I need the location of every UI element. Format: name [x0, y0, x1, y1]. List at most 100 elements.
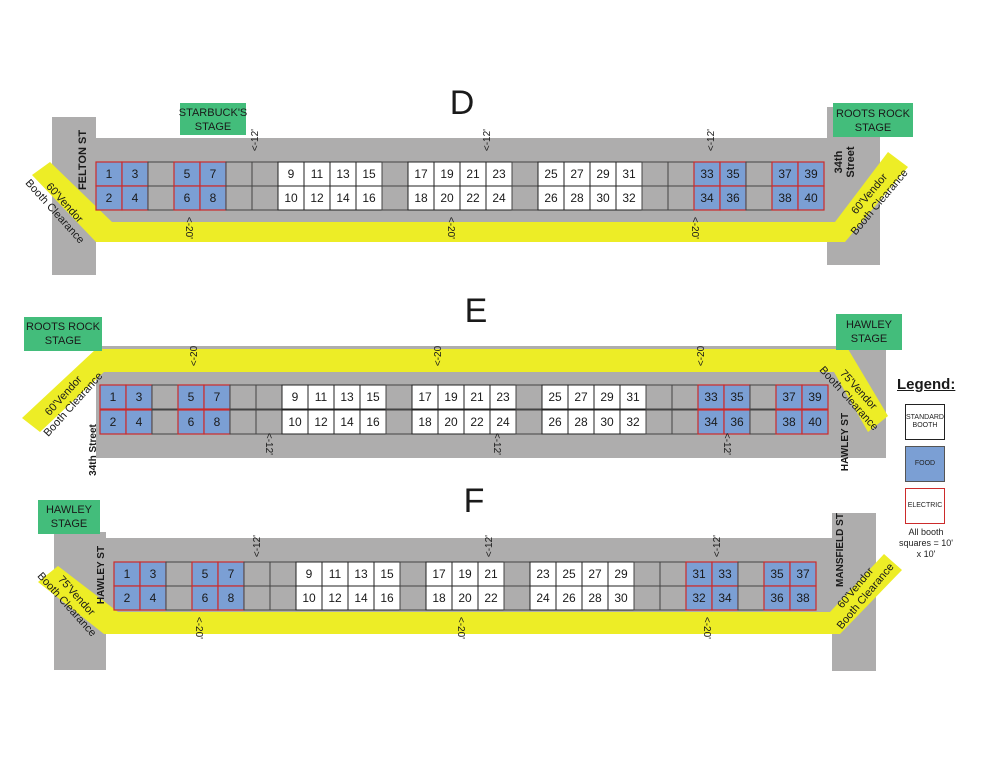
booth-14 — [347, 585, 375, 611]
section-title: D — [450, 84, 475, 122]
booth-number: 22 — [466, 191, 480, 205]
booth-1 — [113, 561, 141, 587]
booth-38 — [775, 409, 803, 435]
booth-34 — [697, 409, 725, 435]
empty-booth-space — [667, 161, 695, 187]
stage-right — [833, 103, 913, 137]
legend-food-booth: FOOD — [905, 446, 945, 482]
booth-number: 7 — [228, 567, 235, 581]
dimension-label: <-20' — [701, 617, 712, 639]
empty-booth-space — [749, 409, 777, 435]
empty-booth-space — [503, 561, 531, 587]
booth-29 — [593, 384, 621, 410]
empty-booth-space — [399, 585, 427, 611]
booth-17 — [425, 561, 453, 587]
booth-35 — [719, 161, 747, 187]
booth-number: 5 — [184, 167, 191, 181]
booth-11 — [307, 384, 335, 410]
dimension-label: <-12' — [491, 433, 502, 455]
booth-number: 7 — [214, 390, 221, 404]
street-left-label: FELTON ST — [77, 130, 89, 190]
booth-number: 24 — [492, 191, 506, 205]
booth-30 — [607, 585, 635, 611]
stage-right — [836, 314, 902, 350]
empty-booth-space — [511, 161, 539, 187]
booth-24 — [529, 585, 557, 611]
booth-28 — [581, 585, 609, 611]
booth-number: 26 — [548, 415, 562, 429]
booth-number: 8 — [210, 191, 217, 205]
empty-booth-space — [515, 384, 543, 410]
booth-number: 14 — [354, 591, 368, 605]
empty-booth-space — [671, 384, 699, 410]
empty-booth-space — [745, 161, 773, 187]
dimension-label: <-12' — [250, 129, 261, 151]
booth-23 — [489, 384, 517, 410]
booth-number: 13 — [354, 567, 368, 581]
booth-number: 3 — [136, 390, 143, 404]
booth-number: 32 — [626, 415, 640, 429]
booth-17 — [407, 161, 435, 187]
dimension-label: <-12' — [721, 433, 732, 455]
section-title: F — [464, 482, 485, 520]
legend-electric-booth: ELECTRIC — [905, 488, 945, 524]
empty-booth-space — [667, 185, 695, 211]
booth-number: 20 — [444, 415, 458, 429]
booth-8 — [217, 585, 245, 611]
dimension-label: <-20 — [696, 345, 707, 366]
booth-13 — [329, 161, 357, 187]
street-right-label: HAWLEY ST — [840, 413, 851, 471]
empty-booth-space — [381, 185, 409, 211]
booth-7 — [199, 161, 227, 187]
vendor-walkway — [22, 349, 888, 432]
booth-number: 34 — [718, 591, 732, 605]
booth-number: 34 — [704, 415, 718, 429]
dimension-label: <-20' — [455, 617, 466, 639]
booth-16 — [373, 585, 401, 611]
booth-number: 25 — [544, 167, 558, 181]
legend-title: Legend: — [897, 376, 956, 393]
dimension-label: <-12' — [482, 129, 493, 151]
legend-food-label: FOOD — [914, 460, 936, 467]
empty-booth-space — [633, 561, 661, 587]
booth-number: 24 — [496, 415, 510, 429]
booth-number: 26 — [562, 591, 576, 605]
booth-number: 9 — [306, 567, 313, 581]
empty-booth-space — [645, 409, 673, 435]
booth-15 — [359, 384, 387, 410]
booth-number: 35 — [770, 567, 784, 581]
booth-number: 30 — [596, 191, 610, 205]
booth-number: 22 — [470, 415, 484, 429]
booth-39 — [797, 161, 825, 187]
vendor-walkway — [32, 152, 908, 242]
booth-number: 10 — [302, 591, 316, 605]
booth-7 — [217, 561, 245, 587]
booth-12 — [303, 185, 331, 211]
booth-number: 24 — [536, 591, 550, 605]
empty-booth-space — [243, 585, 271, 611]
booth-number: 33 — [700, 167, 714, 181]
street-left-label: 34th Street — [88, 423, 99, 475]
empty-booth-space — [503, 585, 531, 611]
street-right-label: 34thStreet — [833, 146, 857, 178]
booth-number: 31 — [622, 167, 636, 181]
legend-note: All booth squares = 10' x 10' — [898, 527, 953, 559]
booth-25 — [555, 561, 583, 587]
booth-number: 35 — [726, 167, 740, 181]
booth-number: 2 — [110, 415, 117, 429]
booth-36 — [723, 409, 751, 435]
booth-number: 14 — [336, 191, 350, 205]
booth-number: 5 — [188, 390, 195, 404]
booth-number: 9 — [292, 390, 299, 404]
booth-number: 10 — [288, 415, 302, 429]
booth-28 — [567, 409, 595, 435]
booth-number: 23 — [492, 167, 506, 181]
booth-number: 16 — [362, 191, 376, 205]
booth-2 — [113, 585, 141, 611]
booth-number: 32 — [692, 591, 706, 605]
booth-number: 32 — [622, 191, 636, 205]
empty-booth-space — [255, 384, 283, 410]
booth-40 — [801, 409, 829, 435]
